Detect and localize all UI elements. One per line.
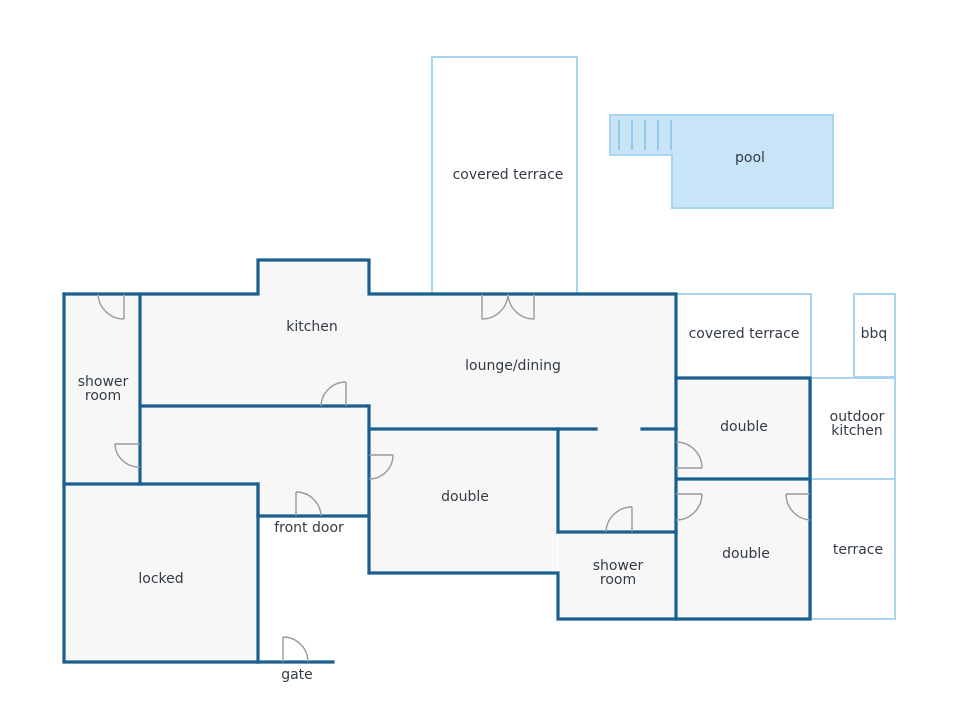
walls — [62, 258, 812, 664]
pool-shape — [609, 114, 834, 209]
gate-label: gate — [281, 667, 313, 683]
floor-areas — [64, 260, 810, 662]
kitchen-label: kitchen — [286, 319, 338, 335]
bbq-label: bbq — [861, 326, 888, 342]
outdoor-kitchen-label-line2: kitchen — [831, 423, 883, 439]
double-right-bottom-label: double — [722, 546, 770, 562]
double-right-top-label: double — [720, 419, 768, 435]
shower-room-left-label-line2: room — [85, 388, 121, 404]
covered-terrace-right-label: covered terrace — [689, 326, 800, 342]
shower-room-center-label-line1: shower — [593, 558, 644, 574]
outdoor-kitchen-label-line1: outdoor — [830, 409, 885, 425]
front-door-label: front door — [274, 520, 344, 536]
locked-label: locked — [138, 571, 183, 587]
lounge-dining-label: lounge/dining — [465, 358, 561, 374]
pool-steps — [618, 120, 672, 150]
terrace-label: terrace — [833, 542, 883, 558]
doors — [97, 293, 811, 663]
room-labels: covered terrace pool kitchen lounge/dini… — [78, 150, 888, 683]
shower-room-left-label-line1: shower — [78, 374, 129, 390]
shower-room-center-label-line2: room — [600, 572, 636, 588]
double-center-label: double — [441, 489, 489, 505]
pool-label: pool — [735, 150, 765, 166]
covered-terrace-top-label: covered terrace — [453, 167, 564, 183]
